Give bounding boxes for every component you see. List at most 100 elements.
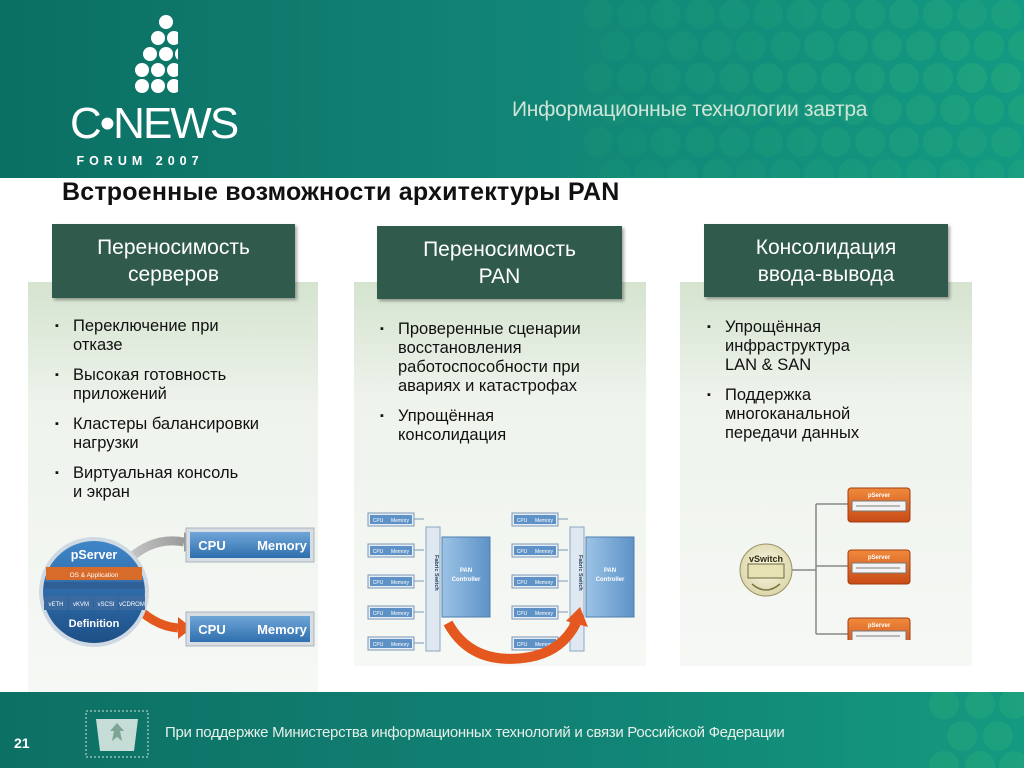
header-dot [889, 0, 919, 29]
cpu-label: CPU [373, 642, 384, 648]
header-dot [584, 0, 613, 29]
cpu-label: CPU [373, 549, 384, 555]
header-dot [736, 31, 766, 61]
header-dot [940, 31, 970, 61]
slide-title: Встроенные возможности архитектуры PAN [62, 178, 620, 206]
header-dot [600, 159, 630, 178]
cpu-label: CPU [517, 642, 528, 648]
column-heading-pan: Переносимость PAN [377, 226, 622, 299]
header-dot [838, 31, 868, 61]
header-dot [668, 95, 698, 125]
memory-label: Memory [535, 611, 554, 617]
memory-label: Memory [535, 642, 554, 648]
cpu-label: CPU [517, 580, 528, 586]
header-dot [668, 159, 698, 178]
bullet-list-servers: ▪Переключение при отказе ▪Высокая готовн… [55, 317, 315, 513]
pan-controller-label: PAN [604, 568, 616, 574]
header-dot [855, 127, 885, 157]
list-item: ▪Поддержка многоканальной передачи данны… [707, 386, 860, 442]
list-item: ▪Упрощённая инфраструктура LAN & SAN [707, 318, 850, 374]
cpu-label: CPU [198, 538, 225, 553]
list-item: ▪Виртуальная консоль и экран [55, 464, 239, 501]
list-item: ▪Переключение при отказе [55, 317, 219, 354]
header-dot [787, 0, 817, 29]
pserver-label: pServer [868, 623, 891, 629]
memory-label: Memory [391, 642, 410, 648]
header-dot [923, 63, 953, 93]
header-dot [685, 0, 715, 29]
header-dot [634, 95, 664, 125]
arrow-orange-icon [443, 620, 581, 664]
header-dot [651, 0, 681, 29]
footer-dot [929, 692, 959, 719]
cpu-memory-card-fill [370, 577, 412, 586]
pserver-migration-diagram: pServer OS & Application vETH vKVM vSCSI… [39, 527, 315, 647]
cpu-label: CPU [517, 518, 528, 524]
header-dot [804, 159, 834, 178]
memory-label: Memory [391, 611, 410, 617]
header-dot [702, 159, 732, 178]
header-dot [872, 31, 902, 61]
bullet-square-icon: ▪ [380, 323, 384, 335]
logo-dot [159, 47, 173, 61]
bullet-square-icon: ▪ [55, 418, 59, 430]
header-dot [617, 63, 647, 93]
column-heading-servers: Переносимость серверов [52, 224, 295, 298]
footer-dot [999, 692, 1024, 719]
cpu-label: CPU [373, 518, 384, 524]
bullet-list-pan: ▪Проверенные сценарии восстановления раб… [380, 320, 640, 456]
footer-dot [965, 751, 995, 768]
pserver-label: pServer [868, 555, 891, 561]
logo-dot [167, 31, 178, 45]
header-dot [838, 95, 868, 125]
footer-support-text: При поддержке Министерства информационны… [165, 724, 785, 741]
cpu-memory-card-fill [370, 608, 412, 617]
memory-label: Memory [391, 580, 410, 586]
header-dot [906, 159, 936, 178]
pserver-label: pServer [71, 548, 118, 562]
definition-label: Definition [69, 618, 120, 630]
cpu-memory-card-fill [514, 577, 556, 586]
header-dot [940, 159, 970, 178]
header-dot [804, 31, 834, 61]
cycle-arrow-icon [751, 583, 781, 591]
vswitch-label: vSwitch [749, 554, 783, 564]
pan-controller-label: Controller [596, 577, 625, 583]
header-dot [651, 127, 681, 157]
logo-dot [159, 15, 173, 29]
footer-dot [947, 721, 977, 751]
fabric-switch-label: Fabric Switch [433, 555, 439, 591]
header-dot [651, 63, 681, 93]
header-dot [770, 159, 800, 178]
cpu-memory-card-fill [370, 515, 412, 524]
header-dot [957, 0, 987, 29]
header-dot [702, 31, 732, 61]
header-dot [872, 95, 902, 125]
fabric-switch-label: Fabric Switch [577, 555, 583, 591]
header-dot [753, 127, 783, 157]
bullet-square-icon: ▪ [55, 467, 59, 479]
logo-dot [135, 63, 149, 77]
header-dot [974, 159, 1004, 178]
cpu-memory-card-fill [514, 639, 556, 648]
header-dot [668, 31, 698, 61]
logo-dot [167, 63, 178, 77]
header-dot [974, 95, 1004, 125]
bullet-square-icon: ▪ [55, 320, 59, 332]
port-label: vETH [49, 602, 64, 608]
coat-of-arms-icon [85, 710, 149, 758]
header-dot [685, 127, 715, 157]
cpu-label: CPU [373, 580, 384, 586]
cpu-label: CPU [517, 549, 528, 555]
port-label: vKVM [73, 602, 89, 608]
footer-banner [0, 692, 1024, 768]
header-dot [584, 63, 613, 93]
footer-dot [965, 692, 995, 719]
footer-dot-pattern [929, 692, 1024, 768]
logo-dot [167, 79, 178, 93]
logo-dot [143, 47, 157, 61]
server-rack-unit [851, 630, 907, 640]
bullet-list-io: ▪Упрощённая инфраструктура LAN & SAN ▪По… [707, 318, 967, 454]
